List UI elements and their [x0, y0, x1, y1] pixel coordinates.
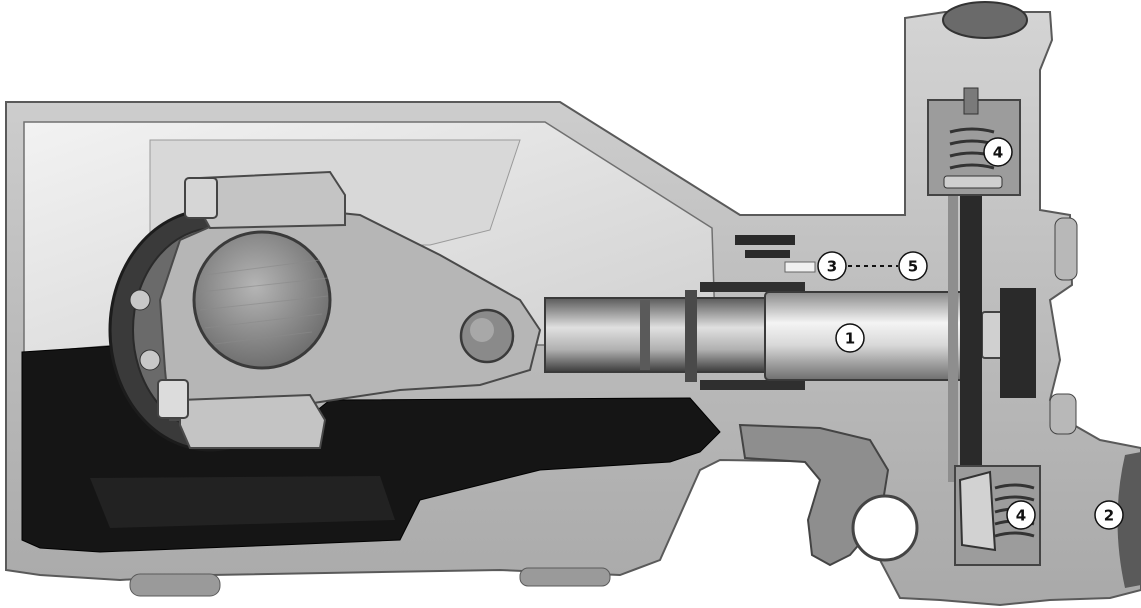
lower-valve-poppet	[958, 470, 997, 552]
callout-4-upper-label: 4	[993, 144, 1003, 162]
seal-packing	[735, 235, 795, 245]
upper-valve-stem	[963, 87, 979, 115]
housing-foot-left	[129, 573, 221, 597]
seal-packing-light	[784, 261, 816, 273]
crankshaft-texture	[199, 259, 329, 345]
callout-5-label: 5	[908, 258, 918, 276]
rod-cap-top	[199, 170, 346, 230]
seal-housing	[700, 282, 805, 292]
rod-bolt-top	[184, 177, 218, 219]
valve-channel	[960, 182, 982, 482]
callout-4-lower-circle	[1006, 500, 1036, 530]
head-bolt	[1054, 217, 1078, 281]
inlet-port-hole	[851, 494, 919, 562]
upper-valve-seat	[943, 175, 1003, 189]
callout-5: 5	[898, 251, 928, 281]
bearing-ball	[129, 289, 151, 311]
top-port-fitting	[942, 1, 1028, 39]
wrist-pin-highlight	[470, 318, 494, 342]
callout-4-lower-label: 4	[1016, 507, 1026, 525]
piston-rod	[544, 297, 766, 373]
callout-2-circle	[1094, 500, 1124, 530]
callout-2-label: 2	[1104, 507, 1114, 525]
bearing-ball	[139, 349, 161, 371]
seal-housing	[700, 380, 805, 390]
callout-3-label: 3	[827, 258, 837, 276]
plunger	[764, 291, 981, 381]
callout-3: 3	[817, 251, 847, 281]
callout-3-circle	[817, 251, 847, 281]
rod-seal-ring	[685, 290, 697, 382]
callout-5-circle	[898, 251, 928, 281]
callout-1-circle	[835, 323, 865, 353]
outlet-port	[1117, 452, 1141, 588]
callout-1: 1	[835, 323, 865, 353]
housing-foot-right	[519, 567, 611, 587]
rod-seal-ring	[640, 300, 650, 370]
callout-4-upper: 4	[983, 137, 1013, 167]
upper-valve-cavity	[927, 99, 1021, 196]
callout-4-upper-circle	[983, 137, 1013, 167]
seal-packing	[745, 250, 790, 258]
inlet-pipe	[738, 423, 890, 567]
valve-channel-wall	[948, 182, 958, 482]
pressure-chamber	[1000, 288, 1036, 398]
rod-bolt-bottom	[157, 379, 189, 419]
callout-1-label: 1	[845, 330, 855, 348]
callout-4-lower: 4	[1006, 500, 1036, 530]
head-bolt	[1049, 393, 1077, 435]
callout-2: 2	[1094, 500, 1124, 530]
rod-cap-bottom	[179, 393, 327, 449]
crankshaft-journal	[192, 230, 332, 370]
oil-surface-highlight	[90, 476, 395, 528]
